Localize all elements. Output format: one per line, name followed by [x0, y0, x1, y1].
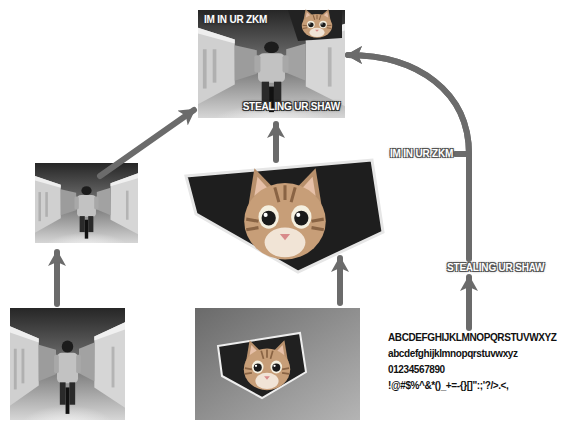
meme-caption: IM IN UR ZKM: [390, 147, 453, 161]
flow-arrow: [337, 258, 343, 303]
meme-photo: [198, 10, 345, 130]
flow-arrow: [273, 124, 279, 160]
ceiling-hole: [186, 160, 383, 272]
meme-caption: IM IN UR ZKM: [204, 14, 267, 25]
font-sample-line: 01234567890: [388, 362, 557, 378]
meme-caption: STEALING UR SHAW: [447, 261, 544, 275]
cyclist-photo: [10, 308, 125, 423]
font-sample: ABCDEFGHIJKLMNOPQRSTUVWXYZabcdefghijklmn…: [388, 330, 557, 394]
ceiling-photo-hole: [218, 333, 306, 398]
cat-thumbnail: [302, 9, 332, 37]
font-sample-line: abcdefghijklmnopqrstuvwxyz: [388, 346, 557, 362]
caption-text: IM IN UR ZKM: [390, 147, 453, 161]
caption-text: STEALING UR SHAW: [447, 261, 544, 275]
meme-image: IM IN UR ZKM STEALING UR SHAW: [198, 10, 345, 118]
ceiling-photo-cat: [244, 340, 290, 390]
flow-arrow: [54, 252, 60, 304]
ceiling-photo: [195, 308, 360, 420]
flow-arrow: [348, 55, 469, 259]
ceiling-cat: [244, 168, 326, 259]
flow-arrow: [466, 277, 472, 328]
cat-thumbnail-hole: [288, 10, 342, 41]
font-sample-line: ABCDEFGHIJKLMNOPQRSTUVWXYZ: [388, 330, 557, 346]
flow-arrow: [100, 110, 194, 176]
meme-caption: STEALING UR SHAW: [243, 101, 340, 112]
font-sample-line: !@#$%^&*()_+=-{}[]":;'?/>.<,: [388, 378, 557, 394]
cyclist-photo-small: [35, 163, 138, 252]
flow-arrow: [348, 55, 469, 154]
